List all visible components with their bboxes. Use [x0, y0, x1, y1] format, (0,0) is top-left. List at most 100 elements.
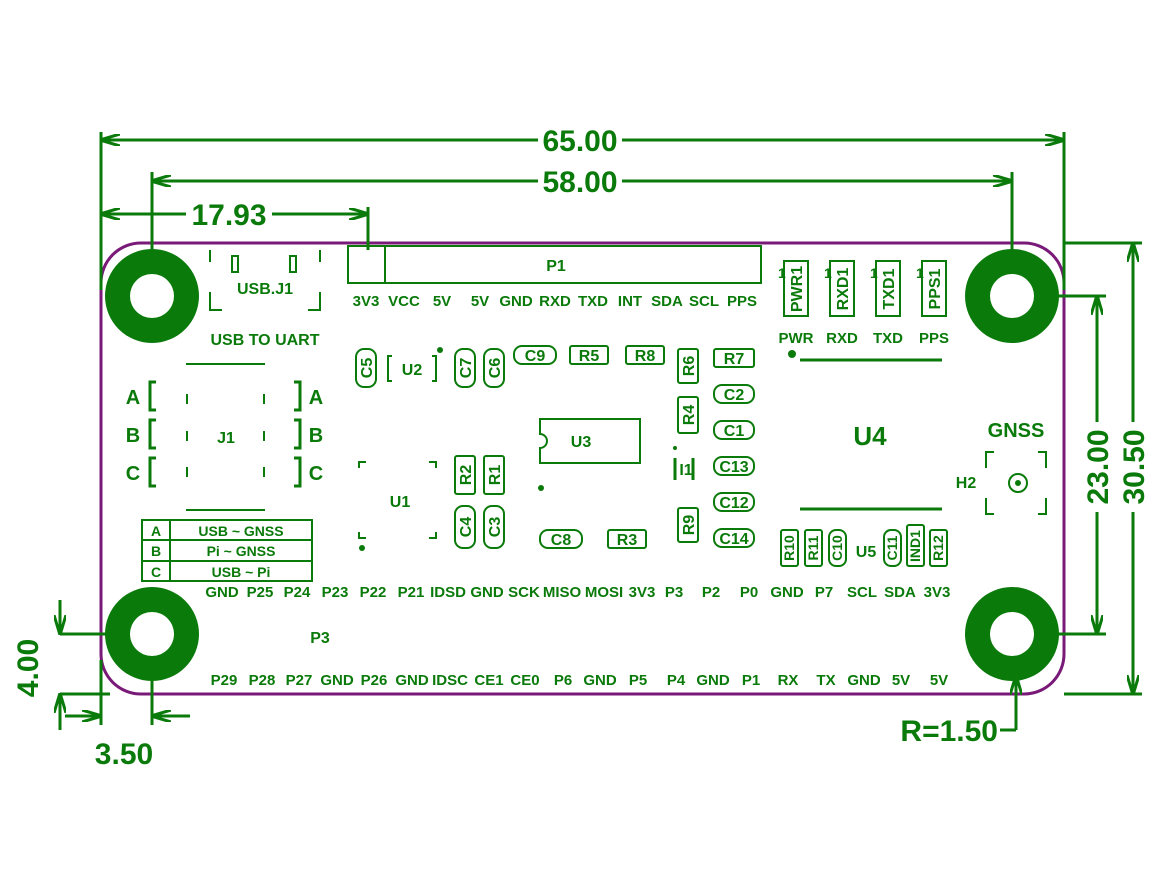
- i1-dot: [673, 446, 677, 450]
- header-pin-label: P5: [629, 672, 647, 689]
- header-pin-label: P23: [322, 584, 349, 601]
- u1-pin1-dot: [359, 545, 365, 551]
- antenna-center-dot: [1015, 480, 1021, 486]
- p1-pin-label: RXD: [539, 293, 571, 310]
- jumper-table-value-c: USB ~ Pi: [212, 564, 271, 580]
- u5-parts: [780, 524, 948, 567]
- part-c5: C5: [359, 358, 376, 379]
- dim-hole-span: 58.00: [542, 166, 617, 199]
- usb-j1-label: USB.J1: [237, 281, 293, 298]
- header-pin-label: IDSD: [430, 584, 466, 601]
- p1-pin-label: VCC: [388, 293, 420, 310]
- header-pin-label: GND: [205, 584, 239, 601]
- header-pin-label: P24: [284, 584, 311, 601]
- part-c1: C1: [724, 423, 745, 440]
- p3-label: P3: [310, 630, 330, 647]
- part-c12: C12: [719, 495, 748, 512]
- part-r10: R10: [781, 535, 797, 561]
- u2-outline: [387, 355, 437, 382]
- header-pin-label: P22: [360, 584, 387, 601]
- jumper-letter-left-a: A: [126, 387, 140, 409]
- p1-pin-label: 3V3: [353, 293, 380, 310]
- header-pin-label: GND: [395, 672, 429, 689]
- part-c7: C7: [458, 358, 475, 379]
- led-pin1-mark: 1: [778, 265, 786, 281]
- part-c9: C9: [525, 348, 546, 365]
- header-pin-label: SCL: [847, 584, 877, 601]
- led-caption-rxd: RXD: [826, 330, 858, 347]
- jumper-table-key-c: C: [151, 564, 161, 580]
- header-pin-label: 5V: [892, 672, 910, 689]
- p1-pin-label: INT: [618, 293, 642, 310]
- u1-label: U1: [390, 494, 411, 511]
- jumper-brackets: [148, 380, 302, 488]
- part-r2: R2: [458, 465, 475, 486]
- part-r1: R1: [487, 465, 504, 486]
- dim-hole-span-vertical: 23.00: [1082, 429, 1115, 504]
- led-rxd1: RXD1: [835, 268, 852, 311]
- jumper-table-key-b: B: [151, 543, 161, 559]
- gnss-label: GNSS: [988, 420, 1045, 442]
- i1-outline: [673, 458, 695, 480]
- led-pwr1: PWR1: [789, 266, 806, 312]
- header-pin-label: GND: [770, 584, 804, 601]
- header-pin-label: P6: [554, 672, 572, 689]
- part-c3: C3: [487, 517, 504, 538]
- u4-outline: [800, 358, 942, 511]
- u4-pin1-dot: [788, 350, 796, 358]
- header-pin-label: SCK: [508, 584, 540, 601]
- part-r12: R12: [930, 535, 946, 561]
- header-pin-label: P7: [815, 584, 833, 601]
- header-pin-label: P27: [286, 672, 313, 689]
- part-r11: R11: [805, 535, 821, 560]
- header-pin-label: P25: [247, 584, 274, 601]
- h2-label: H2: [956, 475, 977, 492]
- u2-pin1-dot: [437, 347, 443, 353]
- header-top-row: GND P25 P24 P23 P22 P21 IDSD GND SCK MIS…: [205, 584, 950, 601]
- header-pin-label: GND: [320, 672, 354, 689]
- p1-pin-label: TXD: [578, 293, 608, 310]
- part-ind1: IND1: [907, 530, 923, 562]
- led-frames: [783, 260, 947, 317]
- header-pin-label: GND: [583, 672, 617, 689]
- header-pin-label: P4: [667, 672, 686, 689]
- header-pin-label: P3: [665, 584, 683, 601]
- p1-pin-label: SCL: [689, 293, 719, 310]
- part-r3: R3: [617, 532, 638, 549]
- part-r4: R4: [681, 405, 698, 426]
- i1-label: I1: [679, 462, 692, 479]
- part-c6: C6: [487, 358, 504, 379]
- part-r6: R6: [681, 356, 698, 377]
- header-pin-label: MISO: [543, 584, 582, 601]
- header-pin-label: GND: [847, 672, 881, 689]
- part-c10: C10: [829, 535, 845, 561]
- jumper-table-value-b: Pi ~ GNSS: [207, 543, 276, 559]
- board-outline: [99, 241, 1066, 696]
- part-c8: C8: [551, 532, 572, 549]
- p1-pin-label: GND: [499, 293, 533, 310]
- led-caption-txd: TXD: [873, 330, 903, 347]
- dim-hole-offset-y: 4.00: [12, 639, 45, 697]
- part-c2: C2: [724, 387, 745, 404]
- header-pin-label: MOSI: [585, 584, 623, 601]
- jumper-letter-right-c: C: [309, 463, 323, 485]
- header-pin-label: P0: [740, 584, 758, 601]
- part-c14: C14: [719, 531, 748, 548]
- header-pin-label: 3V3: [629, 584, 656, 601]
- horizontal-parts: [513, 345, 755, 549]
- u2-label: U2: [402, 362, 423, 379]
- part-c13: C13: [719, 459, 748, 476]
- part-r5: R5: [579, 348, 600, 365]
- part-r9: R9: [681, 515, 698, 536]
- p1-label: P1: [546, 258, 566, 275]
- led-txd1: TXD1: [881, 268, 898, 309]
- p1-pin-label: 5V: [433, 293, 451, 310]
- jumper-letter-right-b: B: [309, 425, 323, 447]
- part-r8: R8: [635, 348, 656, 365]
- u3-label: U3: [571, 434, 592, 451]
- usb-connector: [209, 250, 321, 311]
- header-pin-label: GND: [696, 672, 730, 689]
- p1-header: [347, 245, 762, 284]
- part-r7: R7: [724, 351, 745, 368]
